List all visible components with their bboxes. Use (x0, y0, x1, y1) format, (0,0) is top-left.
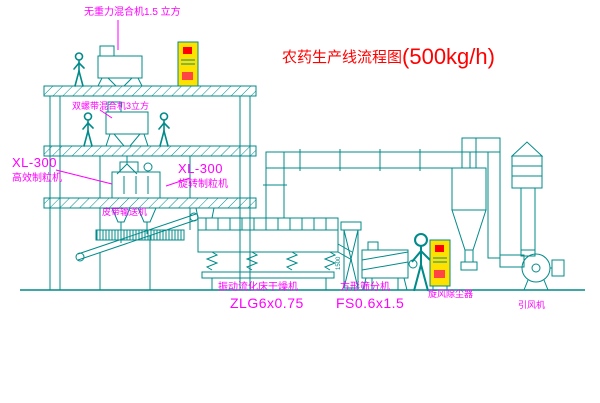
label-dryer-name: 振动流化床干燥机 (218, 282, 298, 293)
stack-cap-cone (510, 141, 544, 157)
label-granulator-left-name: 高效制粒机 (12, 173, 62, 184)
dryer-spring (323, 251, 337, 271)
label-belt-conveyor: 皮带输送机 (102, 207, 148, 217)
square-sifter (361, 241, 418, 291)
operator-figure-top (73, 52, 85, 87)
label-sifter-name: 方形筛分机 (340, 282, 390, 293)
label-ribbon-mixer: 双螺带混合机3立方 (72, 101, 150, 111)
label-granulator-left-model: XL-300 (12, 155, 57, 170)
label-dryer-model: ZLG6x0.75 (230, 295, 304, 311)
dryer-feed-chute (195, 207, 215, 219)
cyclone-outlet-duct (461, 137, 525, 268)
cyclone-separator (451, 167, 487, 271)
operator-figure-ground (411, 232, 431, 292)
duct-flanges (263, 149, 421, 186)
label-granulator-mid-model: XL-300 (178, 161, 223, 176)
exhaust-duct (263, 149, 471, 219)
induced-draft-fan (521, 253, 565, 291)
dryer-spring (245, 251, 259, 271)
fluid-bed-dryer (197, 217, 353, 290)
sifter-motor (408, 259, 418, 269)
ribbon-mixer (105, 101, 149, 175)
label-cyclone: 旋风除尘器 (428, 289, 474, 299)
drawing-title: 农药生产线流程图(500kg/h) (282, 46, 495, 68)
dryer-spring (205, 251, 219, 271)
elevator-dimension-text: 1500 (336, 256, 342, 270)
label-gravity-mixer: 无重力混合机1.5 立方 (84, 7, 181, 18)
drawing-title-text: 农药生产线流程图 (282, 49, 403, 66)
operator-figure-mid-left (82, 112, 94, 147)
discharge-elevator: 1500 (336, 221, 362, 289)
control-cabinet-upper (177, 41, 199, 87)
gravity-free-mixer (97, 45, 143, 87)
label-sifter-model: FS0.6x1.5 (336, 295, 405, 311)
operator-figure-mid-right (158, 112, 170, 147)
cyclone-rotary-valve (460, 261, 478, 271)
label-fan: 引风机 (518, 300, 546, 310)
label-leader-lines (55, 20, 191, 187)
foundation-hatch (95, 229, 185, 241)
exhaust-stack (510, 141, 544, 257)
rotary-granulator (111, 161, 161, 243)
label-granulator-mid-name: 旋转制粒机 (178, 179, 228, 190)
belt-conveyor (75, 207, 215, 290)
fan-motor (551, 259, 565, 277)
cabinet-indicator-light (183, 47, 192, 54)
dryer-spring (285, 251, 299, 271)
control-cabinet-lower (429, 239, 451, 290)
cabinet-indicator-light (435, 245, 444, 252)
drawing-title-capacity: (500kg/h) (402, 44, 495, 69)
